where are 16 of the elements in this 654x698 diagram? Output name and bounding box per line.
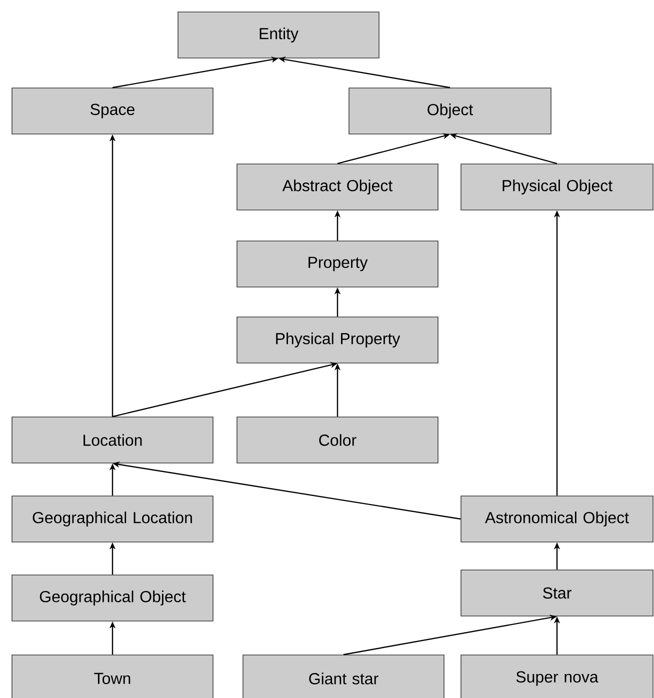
class-box: Physical Object xyxy=(460,164,654,210)
class-box: Property xyxy=(236,240,438,288)
class-box: Super nova xyxy=(460,654,654,698)
class-box: Giant star xyxy=(242,654,444,698)
class-box: Space xyxy=(12,88,214,134)
class-box: Physical Property xyxy=(236,316,438,364)
class-box: Geographical Object xyxy=(12,574,214,622)
class-box: Entity xyxy=(178,12,380,58)
class-box: Geographical Location xyxy=(12,496,214,542)
class-box: Star xyxy=(460,570,654,616)
class-box: Town xyxy=(12,654,214,698)
class-box: Abstract Object xyxy=(236,164,438,210)
class-box: Object xyxy=(348,88,552,134)
class-box: Location xyxy=(12,416,214,464)
class-box: Color xyxy=(236,416,438,464)
class-box: Astronomical Object xyxy=(460,496,654,542)
